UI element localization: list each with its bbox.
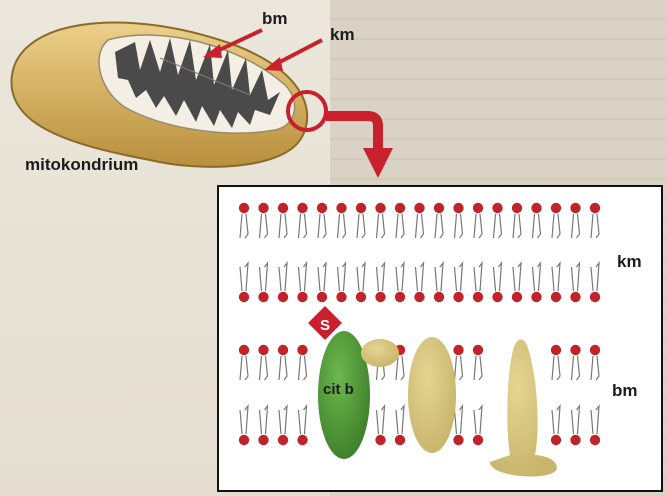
lipid-head [531, 292, 541, 302]
lipid-head [590, 292, 600, 302]
lipid-head [239, 292, 249, 302]
lipid-head [473, 203, 483, 213]
lipid-head [278, 345, 288, 355]
lipid-head [551, 435, 561, 445]
lipid-head [375, 435, 385, 445]
lipid-head [297, 203, 307, 213]
lipid-head [453, 203, 463, 213]
zoom-arrow-shaft [326, 116, 378, 150]
lipid-head [278, 292, 288, 302]
lipid-head [395, 292, 405, 302]
lipid-head [531, 203, 541, 213]
s-marker-label: S [320, 317, 330, 334]
lipid-head [551, 292, 561, 302]
lipid-head [512, 203, 522, 213]
lipid-head [278, 203, 288, 213]
lipid-head [414, 292, 424, 302]
lipid-head [434, 203, 444, 213]
mitochondrion-label: mitokondrium [25, 155, 138, 174]
lipid-head [492, 292, 502, 302]
lipid-head [473, 292, 483, 302]
lipid-head [239, 435, 249, 445]
membrane-panel: S cit b km bm [218, 186, 662, 491]
lipid-head [434, 292, 444, 302]
lipid-head [395, 203, 405, 213]
lipid-head [453, 292, 463, 302]
lipid-head [258, 292, 268, 302]
zoom-arrow-head [363, 148, 393, 178]
lipid-head [473, 435, 483, 445]
lipid-head [297, 435, 307, 445]
lipid-head [356, 203, 366, 213]
lipid-head [297, 292, 307, 302]
lipid-head [336, 203, 346, 213]
lipid-head [453, 435, 463, 445]
lipid-head [375, 292, 385, 302]
km-panel-label: km [617, 252, 642, 271]
lipid-head [570, 435, 580, 445]
cit-b-label: cit b [323, 381, 354, 398]
lipid-head [453, 345, 463, 355]
bm-panel-label: bm [612, 381, 638, 400]
lipid-head [590, 345, 600, 355]
lipid-head [492, 203, 502, 213]
lipid-head [336, 292, 346, 302]
lipid-head [570, 203, 580, 213]
lipid-head [414, 203, 424, 213]
lipid-head [239, 203, 249, 213]
mitochondrion-illustration [11, 22, 307, 166]
bm-top-label: bm [262, 9, 288, 28]
lipid-head [375, 203, 385, 213]
small-protein [361, 339, 399, 367]
lipid-head [258, 435, 268, 445]
lipid-head [258, 345, 268, 355]
lipid-head [551, 203, 561, 213]
lipid-head [356, 292, 366, 302]
lipid-head [395, 435, 405, 445]
km-top-label: km [330, 25, 355, 44]
lipid-head [317, 203, 327, 213]
lipid-head [512, 292, 522, 302]
lipid-head [239, 345, 249, 355]
lipid-head [570, 292, 580, 302]
lipid-head [570, 345, 580, 355]
lipid-head [473, 345, 483, 355]
km-pointer-line [276, 40, 322, 64]
transmembrane-protein [408, 337, 456, 453]
lipid-head [278, 435, 288, 445]
lipid-head [590, 203, 600, 213]
lipid-head [551, 345, 561, 355]
lipid-head [590, 435, 600, 445]
lipid-head [317, 292, 327, 302]
lipid-head [258, 203, 268, 213]
lipid-head [297, 345, 307, 355]
